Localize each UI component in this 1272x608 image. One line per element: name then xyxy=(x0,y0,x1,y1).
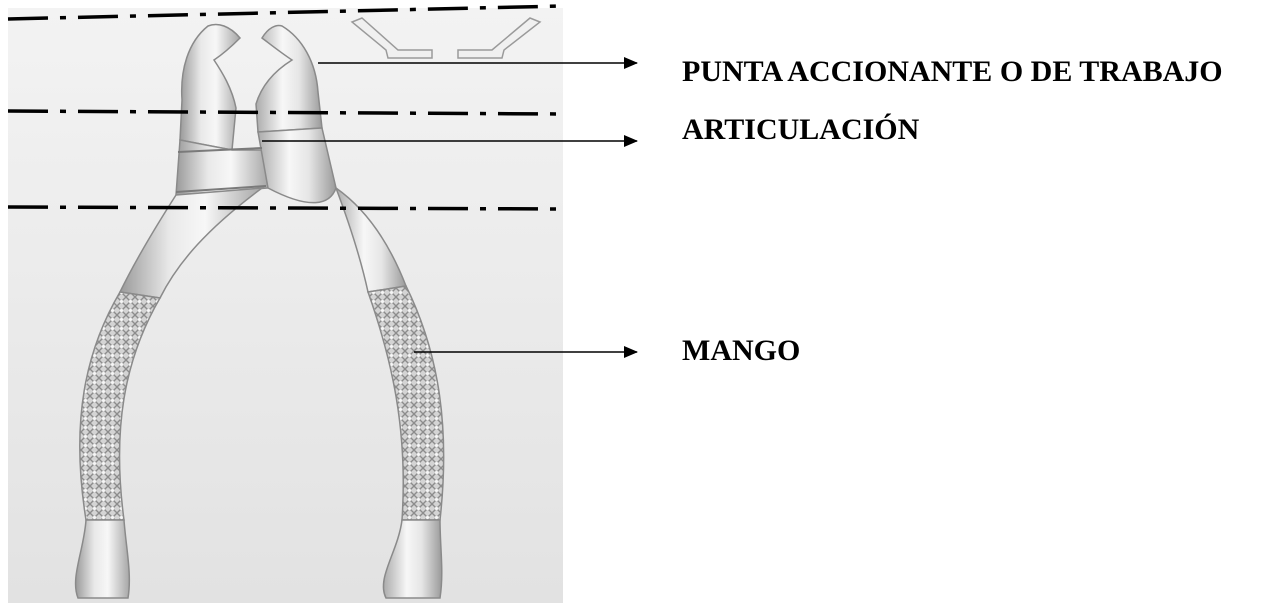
right-arm xyxy=(255,24,445,599)
section-lines xyxy=(7,4,563,211)
label-working-tip: PUNTA ACCIONANTE O DE TRABAJO xyxy=(682,55,1223,88)
label-joint: ARTICULACIÓN xyxy=(682,113,920,146)
section-line-top xyxy=(7,4,563,21)
joint-seam xyxy=(175,147,267,193)
section-line-middle xyxy=(7,109,563,116)
label-handle: MANGO xyxy=(682,334,801,367)
leader-arrows xyxy=(262,57,638,358)
left-arm xyxy=(74,23,269,599)
jaw-detail-icon xyxy=(350,17,542,59)
section-line-bottom xyxy=(7,205,563,211)
